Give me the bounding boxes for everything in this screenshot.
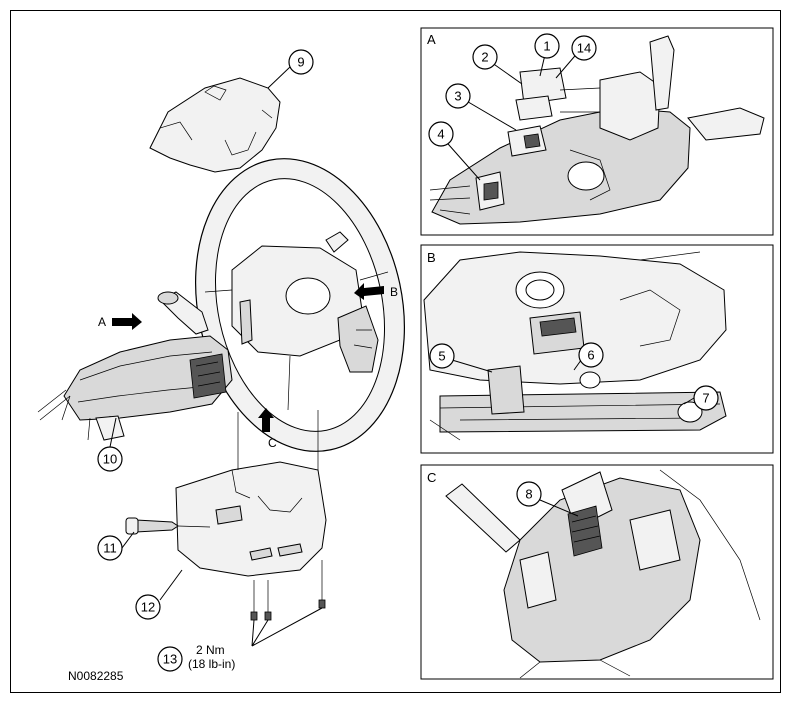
callout-10: 10 [97, 446, 123, 472]
diagram-frame [10, 10, 781, 693]
svg-text:2: 2 [481, 50, 488, 65]
callout-4: 4 [428, 121, 454, 147]
svg-text:12: 12 [141, 600, 155, 615]
svg-text:8: 8 [525, 487, 532, 502]
callout-7: 7 [693, 385, 719, 411]
svg-text:5: 5 [438, 349, 445, 364]
svg-text:4: 4 [437, 127, 444, 142]
callout-8: 8 [516, 481, 542, 507]
inset-b-letter: B [427, 250, 436, 265]
screw-tool [135, 519, 179, 533]
svg-text:9: 9 [297, 55, 304, 70]
callout-13: 13 [157, 646, 183, 672]
svg-text:11: 11 [103, 541, 117, 556]
torque-screws [250, 560, 326, 621]
torque-imperial: (18 lb-in) [188, 657, 235, 671]
torque-value: 2 Nm [196, 643, 225, 657]
upper-shroud [149, 77, 281, 173]
lower-shroud [175, 461, 327, 577]
figure-id: N0082285 [68, 669, 124, 683]
svg-text:1: 1 [543, 39, 550, 54]
svg-text:3: 3 [454, 89, 461, 104]
arrow-a [112, 313, 142, 330]
callout-2: 2 [472, 44, 498, 70]
inset-a-letter: A [427, 32, 436, 47]
inset-c [420, 464, 774, 680]
svg-text:7: 7 [702, 391, 709, 406]
svg-text:10: 10 [103, 452, 117, 467]
callout-6: 6 [578, 342, 604, 368]
callout-12: 12 [135, 594, 161, 620]
callout-3: 3 [445, 83, 471, 109]
svg-text:6: 6 [587, 348, 594, 363]
arrow-a-label: A [98, 315, 106, 329]
svg-text:14: 14 [577, 41, 591, 56]
callout-1: 1 [534, 33, 560, 59]
callout-14: 14 [571, 35, 597, 61]
arrow-b [354, 283, 384, 300]
arrow-b-label: B [390, 285, 398, 299]
callout-5: 5 [429, 343, 455, 369]
arrow-c-label: C [268, 436, 277, 450]
inset-c-letter: C [427, 470, 436, 485]
main-illustration [37, 77, 406, 621]
arrow-c [258, 408, 274, 432]
svg-text:13: 13 [163, 652, 177, 667]
callout-11: 11 [97, 535, 123, 561]
callout-9: 9 [288, 49, 314, 75]
inset-a [420, 27, 774, 236]
